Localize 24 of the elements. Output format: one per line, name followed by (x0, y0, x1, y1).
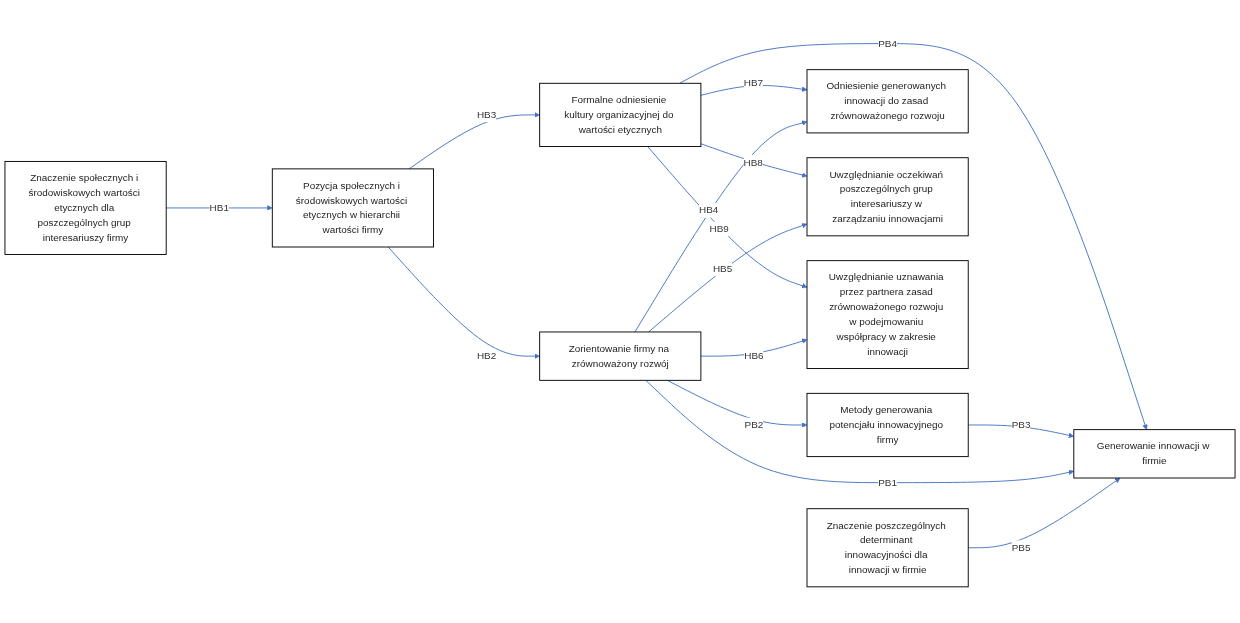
node-box: Zorientowanie firmy na zrównoważony rozwój (539, 331, 702, 381)
edge-label: PB2 (744, 419, 764, 430)
edge-label: HB4 (698, 204, 719, 216)
node-box: Odniesienie generowanych innowacji do zasad zrównoważonego rozwoju (806, 69, 969, 134)
node-box: Uwzględnianie oczekiwań poszczególnych grup interesariuszy w zarządzaniu innowacjami (806, 157, 969, 237)
edge-label: HB5 (712, 263, 733, 274)
node-box: Uwzględnianie uznawania przez partnera zasad zrównoważonego rozwoju w podejmowaniu współpracy w zakresie innowacji (806, 260, 969, 369)
edge-label: HB2 (476, 350, 497, 362)
node-box: Formalne odniesienie kultury organizacyjnej do wartości etycznych (539, 82, 702, 147)
edge-label: PB5 (1011, 542, 1031, 553)
node-box: Generowanie innowacji w firmie (1073, 429, 1236, 479)
edge-label: HB6 (744, 350, 764, 362)
edge-label: HB7 (743, 76, 764, 88)
edge-label: PB4 (878, 38, 897, 49)
edge-label: HB9 (709, 223, 729, 235)
node-box: Znaczenie społecznych i środowiskowych wartości etycznych dla poszczególnych grup interesariuszy firmy (4, 160, 167, 255)
edge-label: PB1 (878, 477, 897, 488)
edge-label: HB8 (743, 156, 763, 168)
node-box: Metody generowania potencjału innowacyjnego firmy (806, 392, 969, 458)
edge-label: PB3 (1011, 419, 1031, 430)
node-box: Znaczenie poszczególnych determinant innowacyjności dla innowacji w firmie (806, 508, 969, 588)
edge-label: HB3 (476, 109, 497, 120)
node-box: Pozycja społecznych i środowiskowych wartości etycznych w hierarchii wartości firmy (271, 168, 434, 248)
edge-label: HB1 (209, 202, 229, 213)
